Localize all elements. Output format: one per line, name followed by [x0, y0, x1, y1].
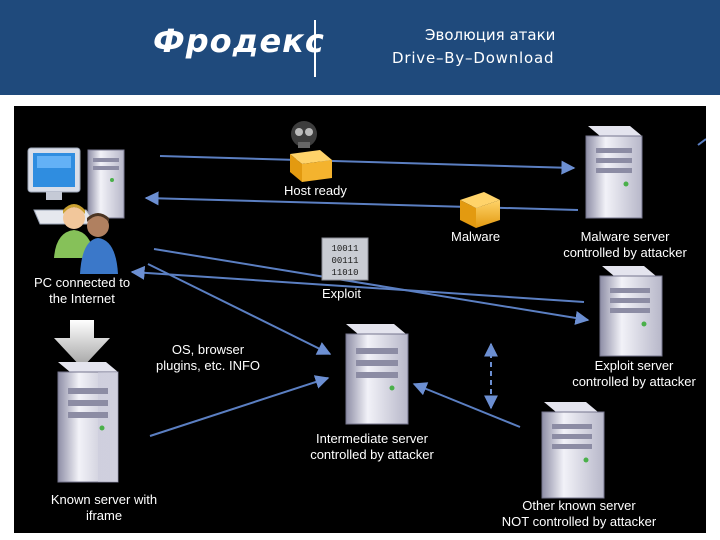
down-arrow-icon: [54, 320, 110, 368]
intermediate-server-label: Intermediate server controlled by attack…: [298, 431, 446, 463]
intermediate-server-label-line-2: controlled by attacker: [310, 447, 434, 462]
malware-server-icon: [585, 126, 643, 219]
malware-label: Malware: [451, 229, 501, 244]
malware-server-label: Malware server controlled by attacker: [550, 229, 700, 261]
exploit-server-label: Exploit server controlled by attacker: [562, 358, 706, 390]
os-info-label: OS, browser plugins, etc. INFO: [150, 342, 266, 374]
other-known-server-label: Other known server NOT controlled by att…: [492, 498, 666, 530]
arrow-known-to-intermediate: [149, 375, 330, 437]
exploit-bits-row-1: 10011: [331, 244, 358, 254]
diagram-canvas: 10011 00111 11010 Host ready Malware Exp…: [14, 106, 706, 533]
users-icon: [54, 204, 118, 274]
malware-package-icon: [460, 192, 500, 228]
arrow-malware-server-to-pc: [144, 191, 579, 211]
exploit-server-label-line-1: Exploit server: [594, 358, 674, 373]
exploit-server-label-line-2: controlled by attacker: [572, 374, 696, 389]
header-bar: Фродекс Эволюция атаки Drive–By–Download: [0, 0, 720, 95]
exploit-binary-icon: 10011 00111 11010: [321, 237, 369, 281]
malware-server-label-line-1: Malware server: [580, 229, 670, 244]
known-server-label-line-2: iframe: [85, 508, 123, 523]
exploit-bits-row-2: 00111: [331, 256, 358, 266]
known-server-label-line-1: Known server with: [50, 492, 158, 507]
arrow-pc-to-exploit-server: [153, 248, 590, 325]
arrow-other-known-to-intermediate: [412, 382, 521, 428]
slide-title-line-1: Эволюция атаки: [425, 26, 556, 44]
exploit-label: Exploit: [322, 286, 362, 301]
known-server-label: Known server with iframe: [42, 492, 166, 524]
header-divider: [314, 20, 316, 77]
diagram-svg: 10011 00111 11010: [27, 121, 706, 499]
os-info-label-line-1: OS, browser: [171, 342, 245, 357]
pc-computer-icon: [27, 147, 125, 225]
other-known-server-label-line-2: NOT controlled by attacker: [501, 514, 657, 529]
pc-label-line-2: the Internet: [49, 291, 115, 306]
pc-label-line-1: PC connected to: [33, 275, 131, 290]
intermediate-server-label-line-1: Intermediate server: [316, 431, 428, 446]
company-logo: Фродекс: [153, 22, 325, 60]
host-ready-label: Host ready: [284, 183, 347, 198]
other-known-server-label-line-1: Other known server: [522, 498, 636, 513]
arrow-pc-to-malware-server: [159, 155, 576, 175]
arrow-exploit-to-pc: [130, 265, 585, 303]
exploit-server-icon: [599, 266, 663, 357]
arrow-edge-right: [697, 138, 706, 146]
connection-arrows: [130, 138, 706, 437]
other-known-server-icon: [541, 402, 605, 499]
os-info-label-line-2: plugins, etc. INFO: [155, 358, 261, 373]
slide-title-line-2: Drive–By–Download: [392, 49, 555, 67]
intermediate-server-icon: [345, 324, 409, 425]
exploit-bits-row-3: 11010: [331, 268, 358, 278]
arrow-pc-to-intermediate: [147, 263, 332, 355]
known-server-icon: [57, 362, 119, 483]
malware-server-label-line-2: controlled by attacker: [563, 245, 687, 260]
pc-label: PC connected to the Internet: [22, 275, 142, 307]
hacker-icon: [290, 121, 332, 182]
